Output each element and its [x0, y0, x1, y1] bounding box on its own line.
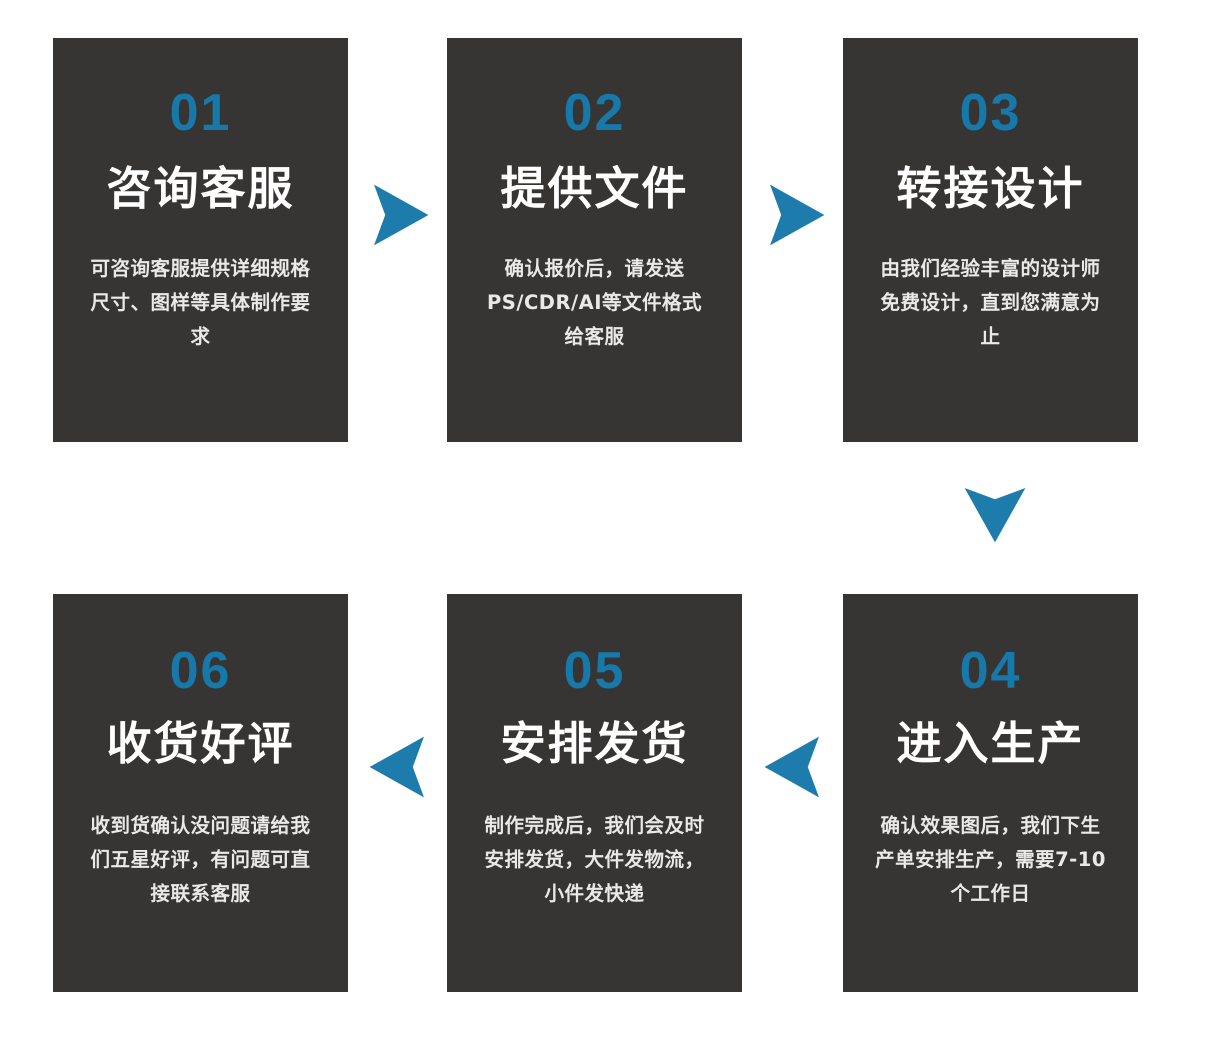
- step-description: 确认报价后，请发送PS/CDR/AI等文件格式给客服: [487, 256, 702, 348]
- step-title: 安排发货: [500, 717, 689, 770]
- arrow-left-icon: [360, 727, 440, 807]
- step-title: 收货好评: [106, 717, 295, 770]
- step-description: 确认效果图后，我们下生产单安排生产，需要7-10个工作日: [875, 813, 1106, 905]
- arrow-left-icon: [755, 727, 835, 807]
- step-description: 由我们经验丰富的设计师免费设计，直到您满意为止: [880, 256, 1101, 348]
- step-title: 咨询客服: [106, 162, 295, 215]
- step-description: 制作完成后，我们会及时安排发货，大件发物流，小件发快递: [484, 813, 705, 905]
- step-title: 转接设计: [896, 162, 1085, 215]
- process-step-card-05: 05 安排发货 制作完成后，我们会及时安排发货，大件发物流，小件发快递: [447, 594, 742, 992]
- arrow-down-icon: [955, 472, 1035, 552]
- step-number: 02: [563, 84, 626, 142]
- step-title: 提供文件: [500, 162, 689, 215]
- step-number: 05: [563, 642, 626, 700]
- arrow-right-icon: [358, 175, 438, 255]
- step-title: 进入生产: [896, 717, 1085, 770]
- step-description: 收到货确认没问题请给我们五星好评，有问题可直接联系客服: [90, 813, 311, 905]
- process-step-card-01: 01 咨询客服 可咨询客服提供详细规格尺寸、图样等具体制作要求: [53, 38, 348, 442]
- process-step-card-03: 03 转接设计 由我们经验丰富的设计师免费设计，直到您满意为止: [843, 38, 1138, 442]
- step-number: 01: [169, 84, 232, 142]
- step-description: 可咨询客服提供详细规格尺寸、图样等具体制作要求: [90, 256, 311, 348]
- process-step-card-06: 06 收货好评 收到货确认没问题请给我们五星好评，有问题可直接联系客服: [53, 594, 348, 992]
- process-step-card-04: 04 进入生产 确认效果图后，我们下生产单安排生产，需要7-10个工作日: [843, 594, 1138, 992]
- arrow-right-icon: [754, 175, 834, 255]
- step-number: 03: [959, 84, 1022, 142]
- step-number: 06: [169, 642, 232, 700]
- process-step-card-02: 02 提供文件 确认报价后，请发送PS/CDR/AI等文件格式给客服: [447, 38, 742, 442]
- step-number: 04: [959, 642, 1022, 700]
